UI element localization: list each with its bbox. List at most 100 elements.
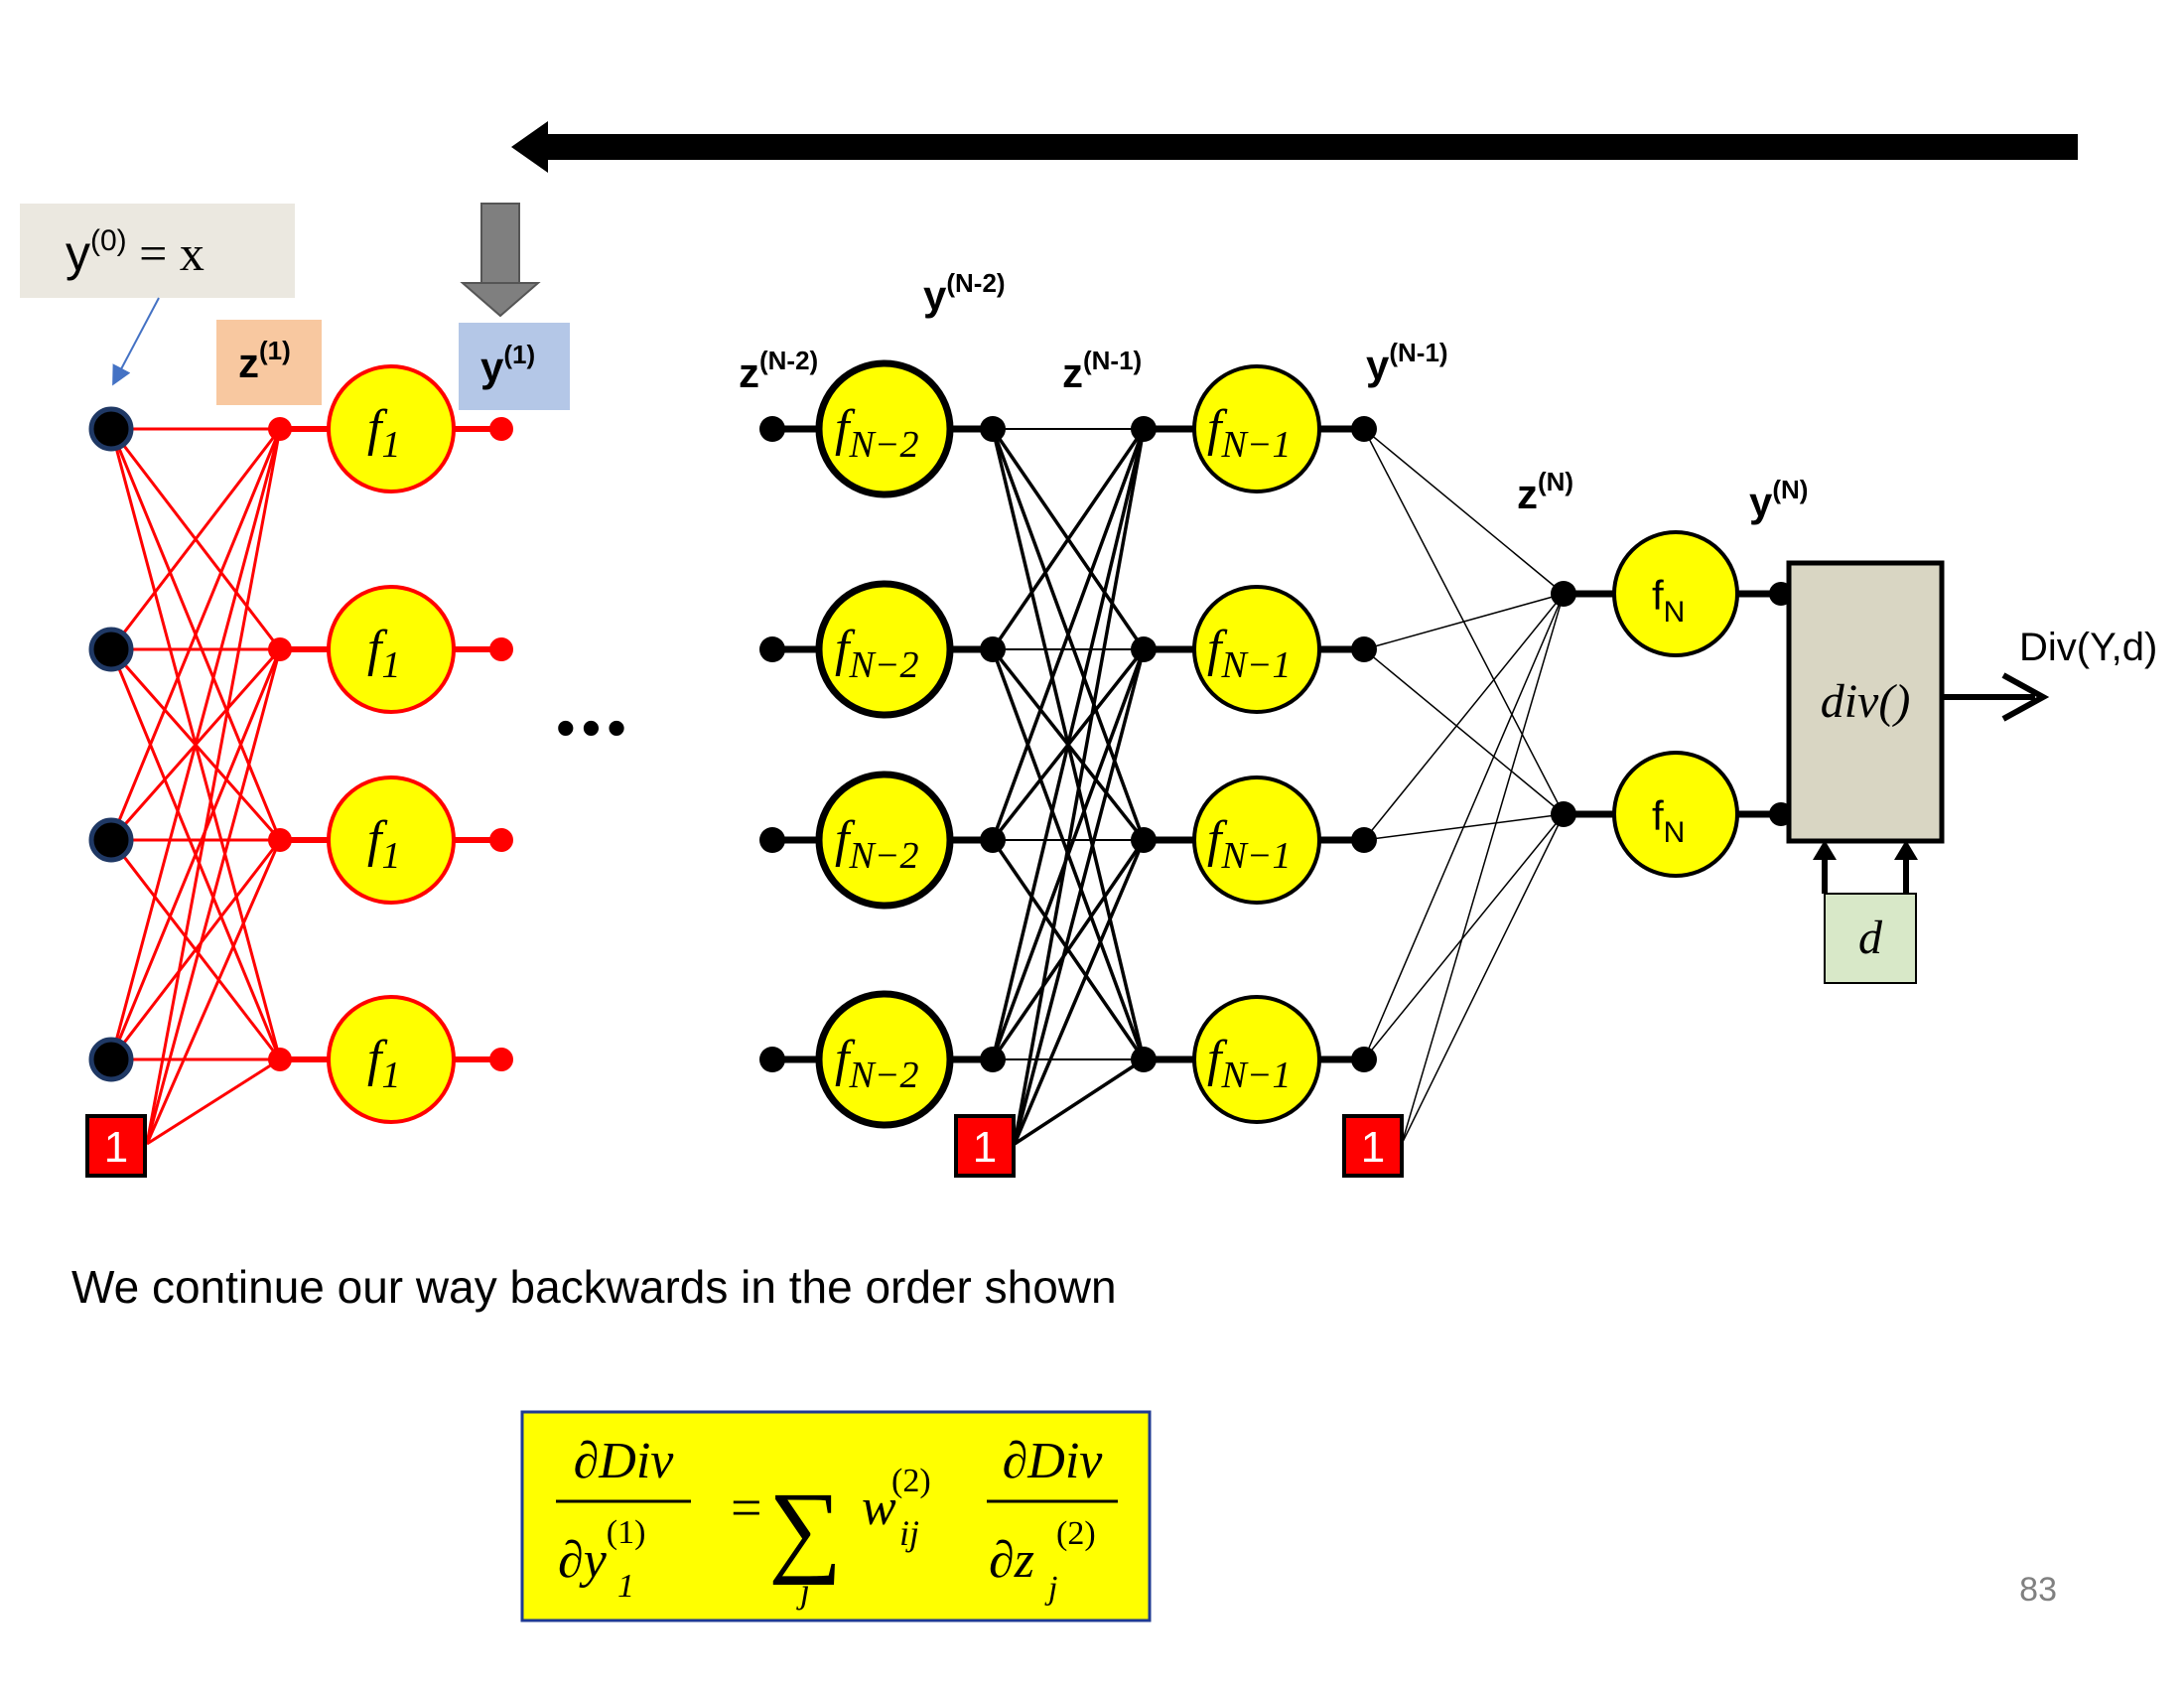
svg-text:fN−2: fN−2 (835, 400, 918, 466)
layer1-red-connections (109, 427, 282, 1146)
bias-box-layer1: 1 (85, 1114, 147, 1178)
y1-dot-3 (489, 828, 513, 852)
yN2-dot-1 (980, 416, 1006, 442)
div-output-label: Div(Y,d) (2019, 626, 2157, 669)
y1-label: y(1) (459, 323, 570, 410)
svg-text:y(1): y(1) (480, 340, 535, 390)
y0-input-label: y(0) = x (20, 204, 295, 386)
neuron-f1-4: f1 (327, 995, 456, 1124)
layerN-thin-connections (1363, 428, 1565, 1145)
input-node-1 (88, 406, 134, 452)
current-step-down-arrow (460, 203, 541, 318)
bias-box-layerN1: 1 (954, 1114, 1016, 1178)
zN1-label: z(N-1) (1062, 346, 1142, 396)
svg-text:fN: fN (1652, 572, 1685, 629)
z1-dot-4 (268, 1048, 292, 1071)
neuron-f1-2: f1 (327, 585, 456, 714)
neuron-f1-1: f1 (327, 364, 456, 493)
zN1-dot-3 (1131, 827, 1157, 853)
connection-dots (88, 406, 1793, 1082)
neuron-fN-1: fN (1612, 530, 1739, 657)
y1-dot-4 (489, 1048, 513, 1071)
y1-dot-2 (489, 637, 513, 661)
yN1-dot-2 (1351, 636, 1377, 662)
backward-direction-arrow (511, 121, 2078, 173)
yN1-dot-4 (1351, 1047, 1377, 1072)
div-function-box: div() (1786, 560, 1945, 844)
target-d-box: d (1813, 840, 1918, 984)
svg-text:y(0) = x: y(0) = x (66, 224, 205, 281)
svg-text:∂Div: ∂Div (574, 1433, 675, 1489)
yN2-dot-2 (980, 636, 1006, 662)
svg-text:j: j (796, 1571, 810, 1611)
z1-dot-2 (268, 637, 292, 661)
yN2-dot-3 (980, 827, 1006, 853)
y1-dot-1 (489, 417, 513, 441)
svg-text:1: 1 (104, 1123, 128, 1172)
zN-dot-1 (1551, 581, 1576, 607)
yN1-dot-1 (1351, 416, 1377, 442)
layerN1-black-connections (991, 428, 1146, 1146)
neurons: f1 fN−2 fN−1 f1 fN−2 fN−1 f1 fN−2 fN−1 f1 fN−2 fN−1… (327, 359, 1739, 1129)
neuron-fN1-3: fN−1 (1192, 775, 1321, 905)
neuron-fN1-4: fN−1 (1192, 995, 1321, 1124)
svg-text:∑: ∑ (768, 1472, 842, 1586)
zN-label: z(N) (1517, 467, 1573, 517)
svg-text:fN−1: fN−1 (1207, 811, 1291, 877)
neuron-stubs (280, 425, 1789, 1063)
svg-text:w: w (862, 1479, 896, 1536)
yN1-label: y(N-1) (1366, 338, 1448, 388)
svg-text:(2): (2) (891, 1463, 931, 1499)
input-node-2 (88, 627, 134, 672)
svg-text:1: 1 (1361, 1123, 1385, 1172)
svg-text:∂Div: ∂Div (1003, 1433, 1104, 1489)
neuron-fN1-2: fN−1 (1192, 585, 1321, 714)
svg-text:=: = (731, 1477, 762, 1539)
zN-dot-2 (1551, 801, 1576, 827)
input-node-4 (88, 1037, 134, 1082)
svg-text:(2): (2) (1056, 1515, 1096, 1552)
svg-text:∂z: ∂z (989, 1532, 1034, 1589)
svg-text:fN−2: fN−2 (835, 1031, 918, 1096)
div-output-arrow (1944, 672, 2050, 722)
svg-text:d: d (1858, 912, 1883, 964)
ellipsis: ••• (556, 696, 632, 759)
zN1-dot-1 (1131, 416, 1157, 442)
zN2-label: z(N-2) (739, 346, 818, 396)
svg-text:ij: ij (899, 1513, 919, 1553)
caption: We continue our way backwards in the ord… (71, 1261, 1117, 1313)
zN2-dot-3 (759, 827, 785, 853)
z1-label: z(1) (216, 320, 322, 405)
yN-label: y(N) (1749, 475, 1808, 525)
z1-dot-3 (268, 828, 292, 852)
input-node-3 (88, 817, 134, 863)
svg-text:1: 1 (617, 1568, 634, 1605)
neuron-fN2-1: fN−2 (815, 359, 954, 498)
zN1-dot-4 (1131, 1047, 1157, 1072)
neuron-fN1-1: fN−1 (1192, 364, 1321, 493)
svg-text:div(): div() (1821, 675, 1911, 728)
svg-text:1: 1 (973, 1123, 997, 1172)
zN2-dot-1 (759, 416, 785, 442)
zN2-dot-2 (759, 636, 785, 662)
z1-dot-1 (268, 417, 292, 441)
neuron-f1-3: f1 (327, 775, 456, 905)
yN2-dot-4 (980, 1047, 1006, 1072)
neuron-fN-2: fN (1612, 751, 1739, 878)
zN2-dot-4 (759, 1047, 785, 1072)
svg-text:fN−1: fN−1 (1207, 1031, 1291, 1096)
svg-text:fN: fN (1652, 792, 1685, 849)
zN1-dot-2 (1131, 636, 1157, 662)
neuron-fN2-4: fN−2 (815, 990, 954, 1129)
bias-box-layerN: 1 (1342, 1114, 1404, 1178)
yN2-label: y(N-2) (923, 268, 1006, 319)
backprop-formula: ∂Div ∂y(1) 1 = ∑ j w (2) ij ∂Div ∂z (2) … (520, 1410, 1152, 1622)
neuron-fN2-3: fN−2 (815, 771, 954, 910)
svg-text:j: j (1044, 1570, 1057, 1607)
neuron-fN2-2: fN−2 (815, 580, 954, 719)
yN1-dot-3 (1351, 827, 1377, 853)
svg-text:∂y(1): ∂y(1) (558, 1514, 645, 1589)
svg-text:z(1): z(1) (238, 336, 291, 386)
page-number: 83 (2019, 1571, 2057, 1609)
